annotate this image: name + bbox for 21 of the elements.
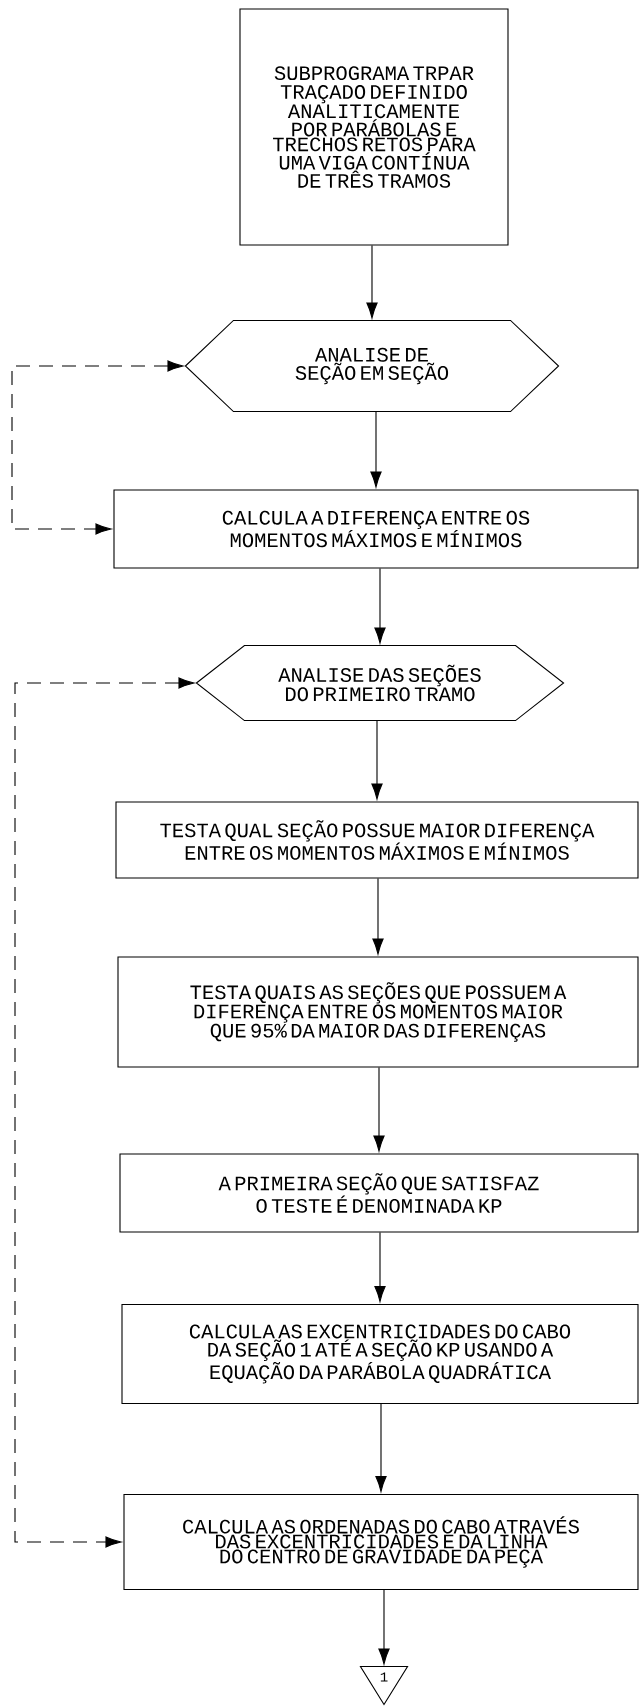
arrow	[371, 720, 383, 800]
process-box: TESTA QUAIS AS SEÇÕES QUE POSSUEM A DIFERENÇA ENTRE OS MOMENTOS MAIOR QUE 95% DA MAIOR DAS DIFERENÇAS	[117, 956, 639, 1068]
arrow	[374, 568, 386, 644]
hexagon-box: ANALISE DE SEÇÃO EM SEÇÃO	[184, 319, 560, 413]
arrow	[366, 245, 378, 319]
arrow	[373, 1067, 385, 1152]
arrow	[372, 878, 384, 955]
arrow	[375, 1403, 387, 1492]
process-box: SUBPROGRAMA TRPAR TRAÇADO DEFINIDO ANALITICAMENTE POR PARÁBOLAS E TRECHOS RETOS PARA UMA VIGA CONTÍNUA DE TRÊS TRAMOS	[239, 8, 509, 246]
hexagon-box: ANALISE DAS SEÇÕES DO PRIMEIRO TRAMO	[195, 644, 565, 722]
process-box: A PRIMEIRA SEÇÃO QUE SATISFAZ O TESTE É DENOMINADA KP	[119, 1153, 639, 1233]
arrow	[370, 411, 382, 488]
connector-triangle: 1	[359, 1665, 409, 1706]
dashed-arrow	[14, 677, 195, 1548]
process-box: TESTA QUAL SEÇÃO POSSUE MAIOR DIFERENÇA ENTRE OS MOMENTOS MÁXIMOS E MÍNIMOS	[115, 801, 639, 879]
process-box: CALCULA A DIFERENÇA ENTRE OS MOMENTOS MÁXIMOS E MÍNIMOS	[113, 489, 639, 569]
process-box: CALCULA AS ORDENADAS DO CABO ATRAVÉS DAS EXCENTRICIDADES E DA LINHA DO CENTRO DE GRAVIDADE DA PEÇA	[123, 1493, 639, 1591]
arrow	[374, 1232, 386, 1302]
dashed-arrow	[11, 360, 184, 535]
arrow	[378, 1589, 390, 1665]
process-box: CALCULA AS EXCENTRICIDADES DO CABO DA SEÇÃO 1 ATÉ A SEÇÃO KP USANDO A EQUAÇÃO DA PARÁBOLA QUADRÁTICA	[121, 1303, 639, 1405]
